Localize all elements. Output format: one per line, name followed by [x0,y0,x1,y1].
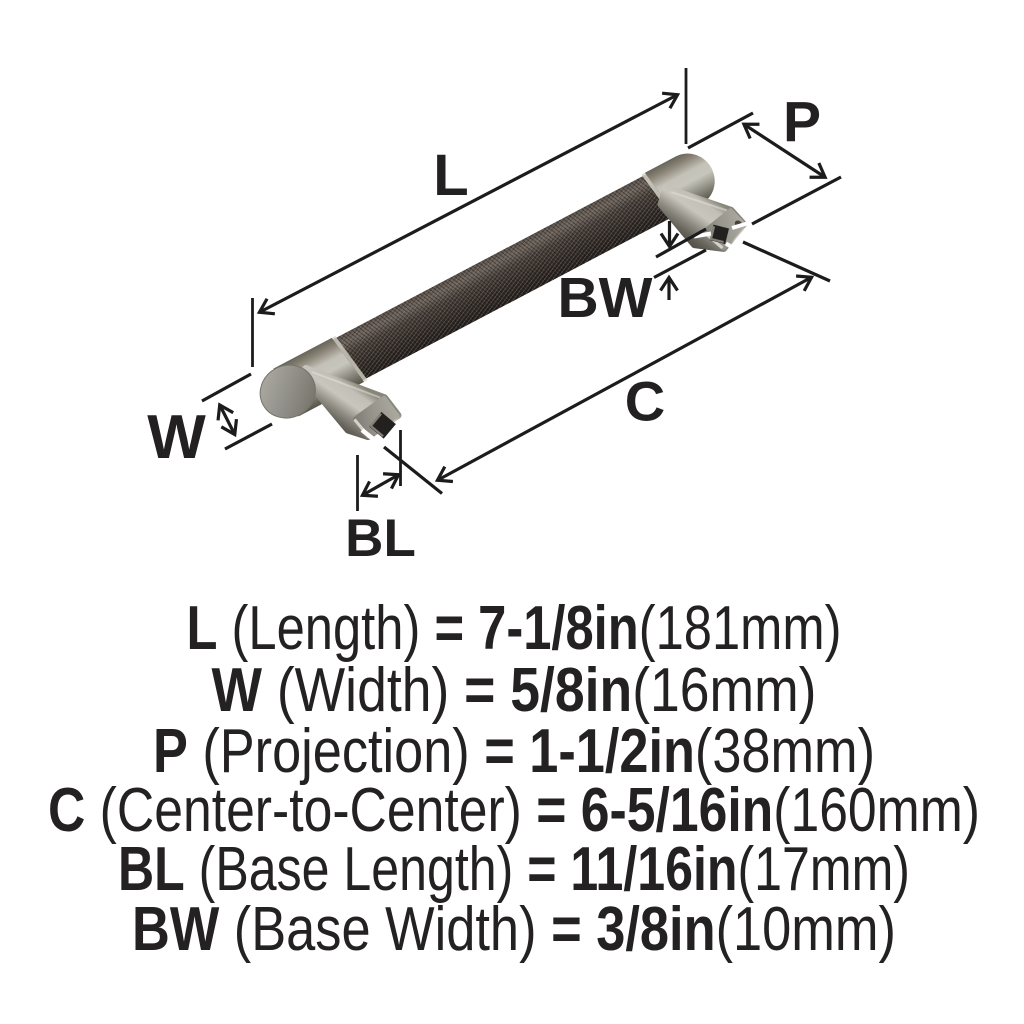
svg-text:BL: BL [345,509,416,568]
svg-text:L (Length) = 7-1/8in(181mm): L (Length) = 7-1/8in(181mm) [187,594,842,663]
svg-text:L: L [433,143,468,208]
svg-text:C (Center-to-Center) = 6-5/16i: C (Center-to-Center) = 6-5/16in(160mm) [48,776,980,845]
svg-text:C: C [625,370,665,433]
svg-text:W: W [147,403,206,472]
svg-text:BL (Base Length) = 11/16in(17m: BL (Base Length) = 11/16in(17mm) [118,835,910,904]
svg-text:W (Width) = 5/8in(16mm): W (Width) = 5/8in(16mm) [212,656,817,725]
svg-text:BW: BW [558,266,653,330]
svg-text:P: P [783,90,821,154]
svg-text:BW (Base Width) = 3/8in(10mm): BW (Base Width) = 3/8in(10mm) [132,895,896,964]
svg-text:P (Projection) = 1-1/2in(38mm): P (Projection) = 1-1/2in(38mm) [153,717,875,786]
